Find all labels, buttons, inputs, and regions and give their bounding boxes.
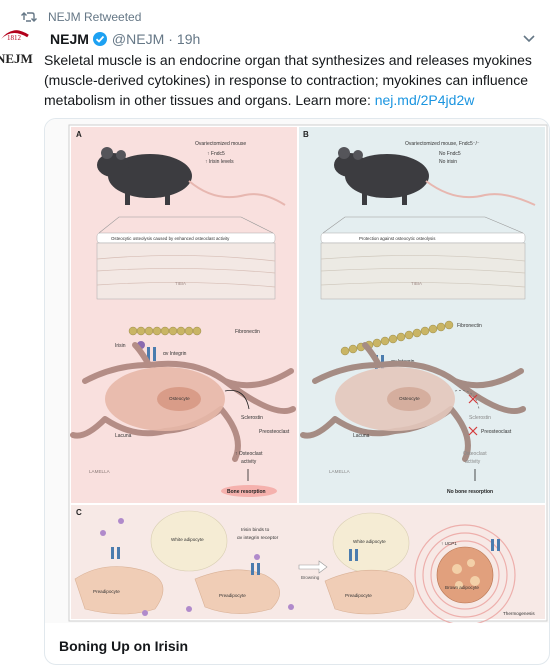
- fibronectin-label-a: Fibronectin: [235, 329, 260, 335]
- tweet-text-line: (muscle-derived cytokines) in response t…: [44, 72, 529, 88]
- tweet-time[interactable]: 19h: [176, 31, 201, 47]
- activity-line1-b: Osteoclast: [463, 451, 487, 457]
- mouse-b-line2: No Fndc5: [439, 151, 461, 157]
- link-card[interactable]: A B C Ovariectomized mouse ↑ Fndc5 ↑ Iri…: [44, 118, 550, 665]
- tweet-text-line: Skeletal muscle is an endocrine organ th…: [44, 52, 532, 68]
- tibia-label-a: TIBIA: [175, 281, 186, 286]
- panel-c-letter: C: [76, 508, 82, 517]
- mouse-illustration-a: [97, 147, 286, 206]
- integrin-receptor-c: [111, 547, 260, 575]
- card-figure[interactable]: A B C Ovariectomized mouse ↑ Fndc5 ↑ Iri…: [45, 119, 549, 626]
- osteocyte-label-a: Osteocyte: [169, 396, 190, 401]
- sclerostin-label-b: Sclerostin: [469, 415, 491, 421]
- mouse-illustration-b: [334, 147, 536, 206]
- integrin-receptor-a: [147, 347, 156, 361]
- mouse-b-line3: No irisin: [439, 159, 457, 165]
- bone-resorption-label-a: Bone resorption: [227, 489, 266, 495]
- panel-b: [299, 127, 545, 503]
- separator-dot: ·: [168, 31, 173, 47]
- osteocyte-cell-a: [70, 342, 296, 462]
- white-adipocyte-label-c1: White adipocyte: [171, 537, 204, 542]
- lacuna-label-b: Lacuna: [353, 433, 370, 439]
- lacuna-label-a: Lacuna: [115, 433, 132, 439]
- panel-a: [71, 127, 297, 503]
- author-handle[interactable]: @NEJM: [111, 31, 165, 47]
- card-title[interactable]: Boning Up on Irisin: [59, 638, 189, 654]
- binds-label-line2: αv integrin receptor: [237, 535, 279, 541]
- blocked-x-icon: [468, 394, 478, 436]
- activity-line1-a: ↑ Osteoclast: [235, 451, 263, 457]
- avatar[interactable]: 1812 NEJM: [0, 30, 38, 70]
- chevron-down-icon[interactable]: [522, 31, 536, 47]
- retweet-label[interactable]: NEJM Retweeted: [48, 10, 142, 24]
- mouse-a-line3: ↑ Irisin levels: [205, 159, 234, 165]
- tweet-text-line: metabolism in other tissues and organs. …: [44, 92, 371, 108]
- svg-text:NEJM: NEJM: [0, 51, 33, 66]
- mouse-a-line1: Ovariectomized mouse: [195, 141, 246, 147]
- tibia-label-b: TIBIA: [411, 281, 422, 286]
- osteolysis-label-b: Protection against osteocytic osteolysis: [359, 236, 436, 241]
- irisin-label-a: Irisin: [115, 343, 126, 349]
- fibronectin-chain-b: [340, 320, 454, 356]
- fibronectin-label-b: Fibronectin: [457, 323, 482, 329]
- brown-adipocyte-c: [436, 546, 494, 604]
- integrin-receptor-c2: [349, 539, 500, 561]
- irisin-molecules-c: [100, 518, 294, 616]
- panel-b-letter: B: [303, 130, 309, 139]
- verified-icon: [92, 31, 108, 47]
- mouse-b-line1: Ovariectomized mouse, Fndc5⁻/⁻: [405, 141, 480, 147]
- bone-resorption-label-b: No bone resorption: [447, 489, 493, 495]
- preadipocyte-label-c3: Preadipocyte: [345, 593, 372, 598]
- preosteoclast-label-b: Preosteoclast: [481, 429, 512, 435]
- integrin-label-a: αv Integrin: [163, 351, 187, 357]
- preadipocyte-label-c2: Preadipocyte: [219, 593, 246, 598]
- sclerostin-label-a: Sclerostin: [241, 415, 263, 421]
- retweet-context: NEJM Retweeted: [14, 8, 141, 26]
- panel-a-letter: A: [76, 130, 82, 139]
- lamella-label-a: LAMELLA: [89, 469, 111, 474]
- svg-text:1812: 1812: [7, 34, 22, 42]
- tweet-text: Skeletal muscle is an endocrine organ th…: [44, 50, 544, 110]
- fibronectin-chain-a: [128, 326, 202, 336]
- activity-line2-b: activity: [465, 459, 481, 465]
- preadipocyte-label-c1: Preadipocyte: [93, 589, 120, 594]
- retweet-icon: [14, 11, 44, 23]
- white-adipocyte-label-c2: White adipocyte: [353, 539, 386, 544]
- preosteoclast-label-a: Preosteoclast: [259, 429, 290, 435]
- thermogenesis-label: Thermogenesis: [503, 611, 535, 616]
- binds-label-line1: Irisin binds to: [241, 527, 270, 533]
- activity-line2-a: activity: [241, 459, 257, 465]
- osteolysis-label-a: Osteocytic osteolysis caused by enhanced…: [111, 236, 230, 241]
- tweet-header: NEJM @NEJM · 19h: [50, 29, 542, 49]
- brown-adipocyte-label: Brown adipocyte: [445, 585, 479, 590]
- lamella-label-b: LAMELLA: [329, 469, 351, 474]
- author-name[interactable]: NEJM: [50, 31, 89, 47]
- mouse-a-line2: ↑ Fndc5: [207, 151, 225, 157]
- osteocyte-label-b: Osteocyte: [399, 396, 420, 401]
- browning-arrow: [298, 560, 328, 574]
- browning-label: Browning: [301, 575, 320, 580]
- ucp1-label: ↑ UCP1: [441, 541, 457, 546]
- tweet-link[interactable]: nej.md/2P4jd2w: [374, 92, 475, 108]
- osteocyte-cell-b: [300, 342, 526, 462]
